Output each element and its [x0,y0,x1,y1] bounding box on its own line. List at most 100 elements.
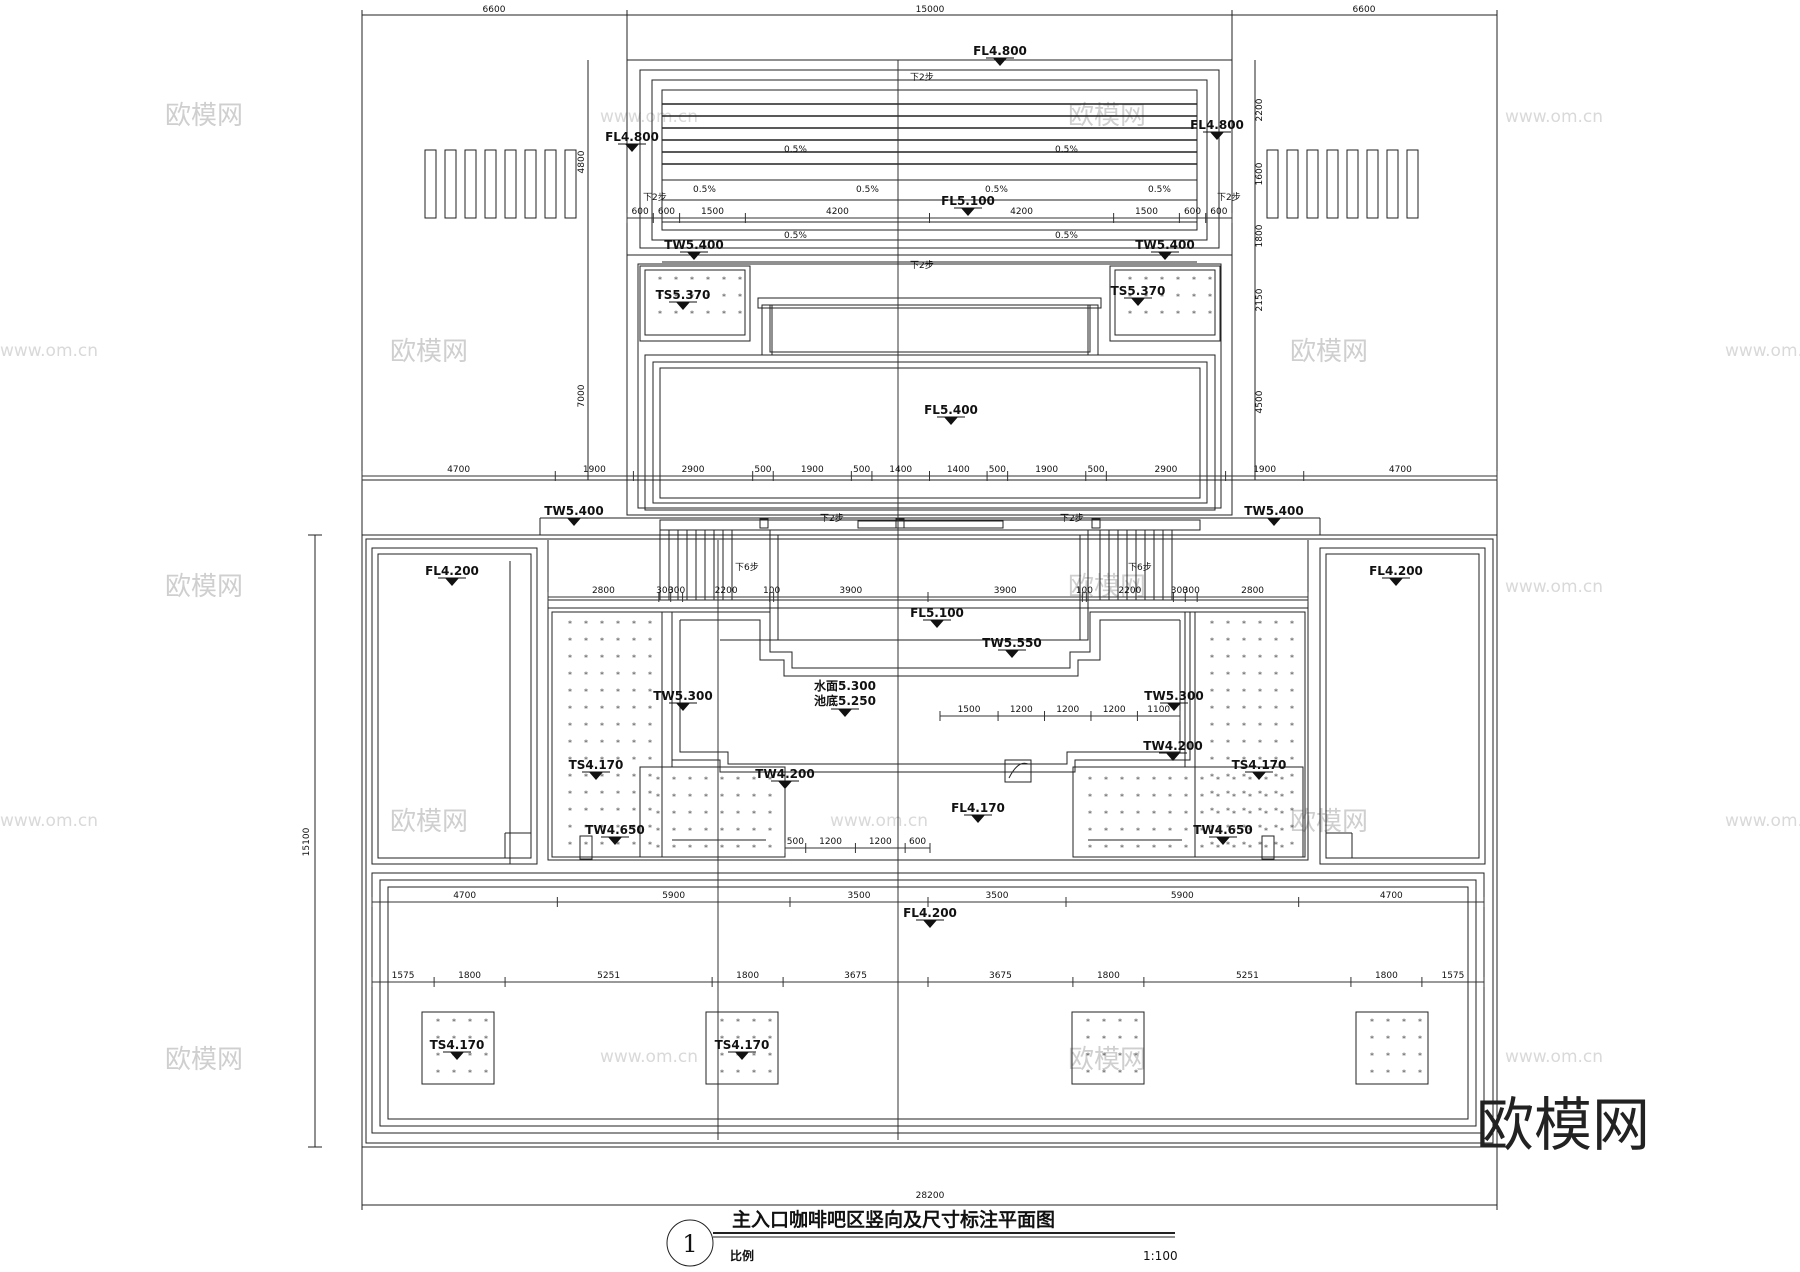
svg-text:⁎: ⁎ [1258,651,1262,660]
svg-text:⁎: ⁎ [1290,685,1294,694]
watermark: 欧模网 [165,101,243,131]
svg-text:⁎: ⁎ [1192,290,1196,299]
svg-text:⁎: ⁎ [1134,1049,1138,1058]
dimension-value: 300 [1183,586,1200,596]
level-marker: FL5.100 [910,606,964,628]
svg-text:⁎: ⁎ [752,773,756,782]
svg-text:⁎: ⁎ [632,804,636,813]
svg-text:⁎: ⁎ [616,770,620,779]
level-triangle-icon [1267,518,1281,526]
svg-text:⁎: ⁎ [720,1015,724,1024]
svg-text:⁎: ⁎ [1402,1015,1406,1024]
svg-text:⁎: ⁎ [1248,824,1252,833]
svg-text:⁎: ⁎ [1136,807,1140,816]
level-triangle-icon [589,772,603,780]
svg-text:⁎: ⁎ [704,824,708,833]
dimension-value: 500 [754,465,771,475]
dimension-value: 500 [853,465,870,475]
svg-text:⁎: ⁎ [1210,719,1214,728]
level-label: TS4.170 [1232,758,1287,772]
dimension-value: 2900 [1155,465,1178,475]
svg-text:⁎: ⁎ [768,824,772,833]
svg-text:⁎: ⁎ [1258,821,1262,830]
slope-label: 0.5% [1055,231,1078,241]
svg-text:⁎: ⁎ [1232,773,1236,782]
svg-text:⁎: ⁎ [632,770,636,779]
level-triangle-icon [930,620,944,628]
svg-text:⁎: ⁎ [1248,773,1252,782]
svg-text:⁎: ⁎ [1242,838,1246,847]
water-surface-label: 水面5.300 [814,678,876,693]
svg-text:⁎: ⁎ [1226,719,1230,728]
svg-text:⁎: ⁎ [584,787,588,796]
dimension-value: 500 [989,465,1006,475]
svg-text:⁎: ⁎ [704,841,708,850]
svg-text:⁎: ⁎ [1226,753,1230,762]
step-label: 下2步 [1217,192,1241,203]
level-marker: TS4.170 [569,758,623,780]
svg-text:⁎: ⁎ [1274,787,1278,796]
level-label: TW4.200 [1143,739,1202,753]
dimension-value: 1400 [947,465,970,475]
level-marker: TW4.650 [585,823,645,845]
svg-text:⁎: ⁎ [1134,1015,1138,1024]
svg-text:⁎: ⁎ [1258,617,1262,626]
svg-text:⁎: ⁎ [768,1015,772,1024]
svg-text:⁎: ⁎ [1168,773,1172,782]
svg-text:⁎: ⁎ [1258,634,1262,643]
svg-text:⁎: ⁎ [720,773,724,782]
watermark: 欧模网 [165,572,243,602]
level-marker: FL4.200 [903,906,957,928]
svg-text:⁎: ⁎ [1290,838,1294,847]
level-triangle-icon [1216,837,1230,845]
level-marker: TS4.170 [715,1038,769,1060]
svg-text:⁎: ⁎ [736,841,740,850]
svg-text:⁎: ⁎ [568,719,572,728]
svg-text:⁎: ⁎ [484,1066,488,1075]
svg-text:⁎: ⁎ [616,719,620,728]
watermark-url: www.om.cn [1505,107,1603,127]
svg-text:⁎: ⁎ [1128,290,1132,299]
level-marker: FL4.170 [951,801,1005,823]
dimension-value: 2800 [592,586,615,596]
svg-text:⁎: ⁎ [1258,719,1262,728]
dimension-value: 1800 [1375,971,1398,981]
svg-text:⁎: ⁎ [752,790,756,799]
svg-text:⁎: ⁎ [1168,841,1172,850]
svg-text:⁎: ⁎ [690,307,694,316]
level-marker: FL4.800 [605,130,659,152]
svg-text:⁎: ⁎ [616,736,620,745]
svg-text:⁎: ⁎ [1226,634,1230,643]
level-label: FL5.100 [910,606,964,620]
svg-text:⁎: ⁎ [674,290,678,299]
dimension-value: 5251 [597,971,620,981]
svg-text:⁎: ⁎ [1102,1032,1106,1041]
svg-text:⁎: ⁎ [632,736,636,745]
svg-text:⁎: ⁎ [738,307,742,316]
svg-text:⁎: ⁎ [648,736,652,745]
svg-text:⁎: ⁎ [722,307,726,316]
dim-left-1: 4800 [577,150,587,173]
level-marker: TW4.200 [1143,739,1203,761]
svg-text:⁎: ⁎ [688,841,692,850]
svg-text:⁎: ⁎ [736,807,740,816]
level-marker: TW5.400 [544,504,604,526]
svg-text:⁎: ⁎ [672,790,676,799]
svg-text:⁎: ⁎ [1226,821,1230,830]
svg-text:⁎: ⁎ [1290,804,1294,813]
watermark-url: www.om.cn [0,811,98,831]
svg-text:⁎: ⁎ [674,273,678,282]
svg-text:⁎: ⁎ [1216,773,1220,782]
level-label: TS4.170 [430,1038,485,1052]
svg-text:⁎: ⁎ [1152,773,1156,782]
svg-text:⁎: ⁎ [632,821,636,830]
title-number: 1 [682,1230,697,1258]
svg-text:⁎: ⁎ [484,1015,488,1024]
svg-text:⁎: ⁎ [1176,307,1180,316]
svg-text:⁎: ⁎ [1088,807,1092,816]
svg-text:⁎: ⁎ [704,790,708,799]
svg-text:⁎: ⁎ [468,1049,472,1058]
svg-text:⁎: ⁎ [768,1049,772,1058]
dimension-value: 600 [1184,207,1201,217]
svg-text:⁎: ⁎ [600,651,604,660]
